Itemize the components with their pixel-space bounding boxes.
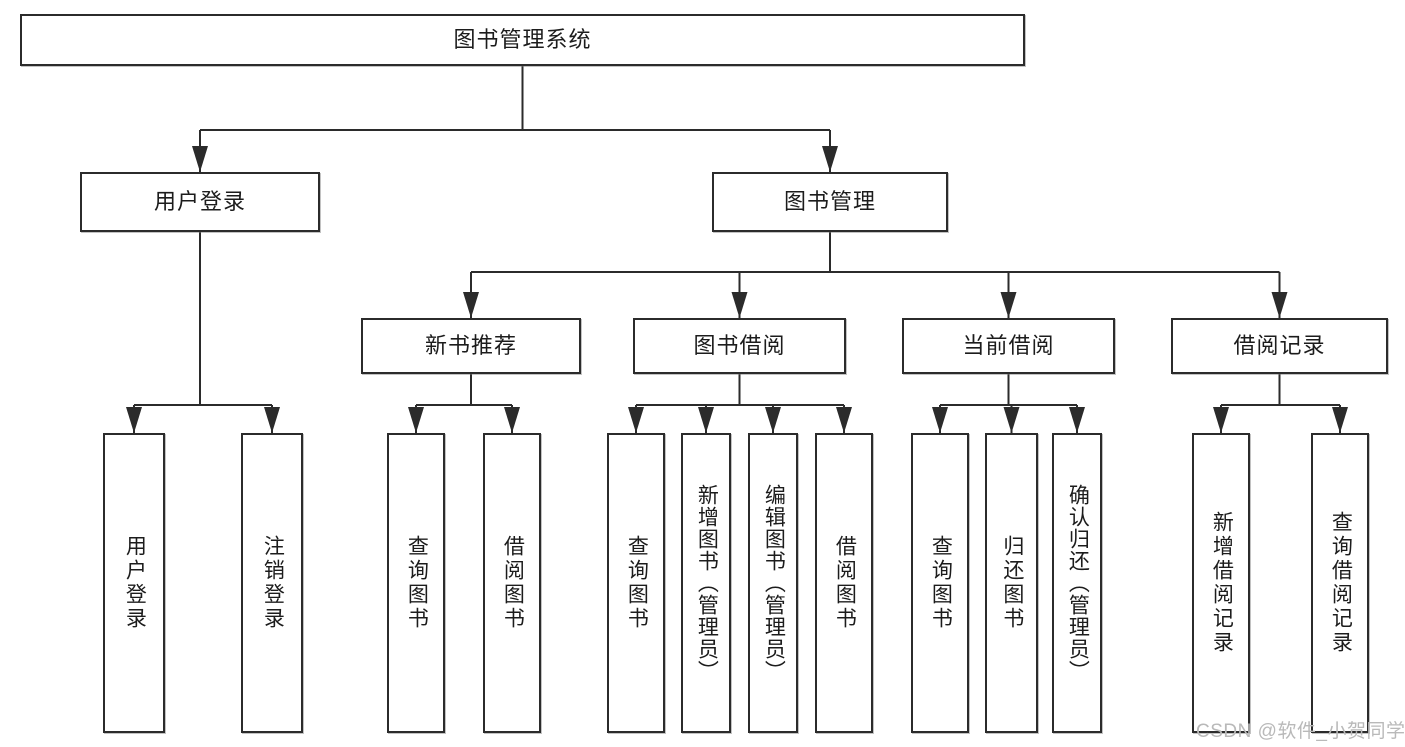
node-leaf-query-record[interactable]: 查询借阅记录: [1311, 433, 1369, 733]
node-book-borrow[interactable]: 图书借阅: [633, 318, 846, 374]
arrow-head-icon: [126, 407, 142, 433]
arrow-head-icon: [192, 146, 208, 172]
node-label: 图书管理: [783, 189, 876, 215]
arrow-head-icon: [1213, 407, 1229, 433]
node-label: 图书借阅: [693, 333, 786, 359]
arrow-head-icon: [264, 407, 280, 433]
arrow-head-icon: [1332, 407, 1348, 433]
node-label: 借阅记录: [1233, 333, 1326, 359]
node-label: 当前借阅: [962, 333, 1055, 359]
node-new-book-rec[interactable]: 新书推荐: [361, 318, 581, 374]
node-label: 确认归还（管理员）: [1066, 484, 1090, 682]
node-label: 归还图书: [1000, 535, 1024, 631]
arrow-head-icon: [1069, 407, 1085, 433]
arrow-head-icon: [463, 292, 479, 318]
node-leaf-user-login[interactable]: 用户登录: [103, 433, 165, 733]
node-leaf-add-record[interactable]: 新增借阅记录: [1192, 433, 1250, 733]
arrow-head-icon: [836, 407, 852, 433]
node-label: 新增借阅记录: [1210, 511, 1234, 655]
arrow-head-icon: [1000, 292, 1017, 318]
node-user-login[interactable]: 用户登录: [80, 172, 320, 232]
node-borrow-record[interactable]: 借阅记录: [1171, 318, 1388, 374]
node-label: 注销登录: [261, 535, 285, 631]
node-root[interactable]: 图书管理系统: [20, 14, 1025, 66]
node-book-manage[interactable]: 图书管理: [712, 172, 948, 232]
node-leaf-confirm-return[interactable]: 确认归还（管理员）: [1052, 433, 1102, 733]
node-label: 图书管理系统: [453, 27, 592, 53]
node-leaf-query-book-2[interactable]: 查询图书: [607, 433, 665, 733]
node-label: 编辑图书（管理员）: [762, 484, 786, 682]
node-label: 查询图书: [625, 535, 649, 631]
arrow-head-icon: [628, 407, 644, 433]
arrow-head-icon: [504, 407, 520, 433]
node-leaf-query-book-3[interactable]: 查询图书: [911, 433, 969, 733]
node-label: 新增图书（管理员）: [695, 484, 719, 682]
node-leaf-borrow-book-2[interactable]: 借阅图书: [815, 433, 873, 733]
node-label: 借阅图书: [833, 535, 857, 631]
node-label: 查询图书: [405, 535, 429, 631]
node-leaf-return-book[interactable]: 归还图书: [985, 433, 1038, 733]
arrow-head-icon: [408, 407, 424, 433]
arrow-head-icon: [698, 407, 714, 433]
arrow-head-icon: [822, 146, 838, 172]
node-label: 查询图书: [929, 535, 953, 631]
node-label: 查询借阅记录: [1329, 511, 1353, 655]
node-leaf-user-logout[interactable]: 注销登录: [241, 433, 303, 733]
node-leaf-add-book[interactable]: 新增图书（管理员）: [681, 433, 731, 733]
node-label: 借阅图书: [501, 535, 525, 631]
arrow-head-icon: [731, 292, 748, 318]
node-label: 新书推荐: [424, 333, 517, 359]
node-label: 用户登录: [123, 535, 147, 631]
arrow-head-icon: [932, 407, 948, 433]
node-leaf-query-book-1[interactable]: 查询图书: [387, 433, 445, 733]
arrow-head-icon: [1271, 292, 1288, 318]
arrow-head-icon: [1003, 407, 1020, 433]
node-leaf-edit-book[interactable]: 编辑图书（管理员）: [748, 433, 798, 733]
node-current-borrow[interactable]: 当前借阅: [902, 318, 1115, 374]
node-leaf-borrow-book-1[interactable]: 借阅图书: [483, 433, 541, 733]
arrow-head-icon: [765, 407, 781, 433]
node-label: 用户登录: [153, 189, 246, 215]
